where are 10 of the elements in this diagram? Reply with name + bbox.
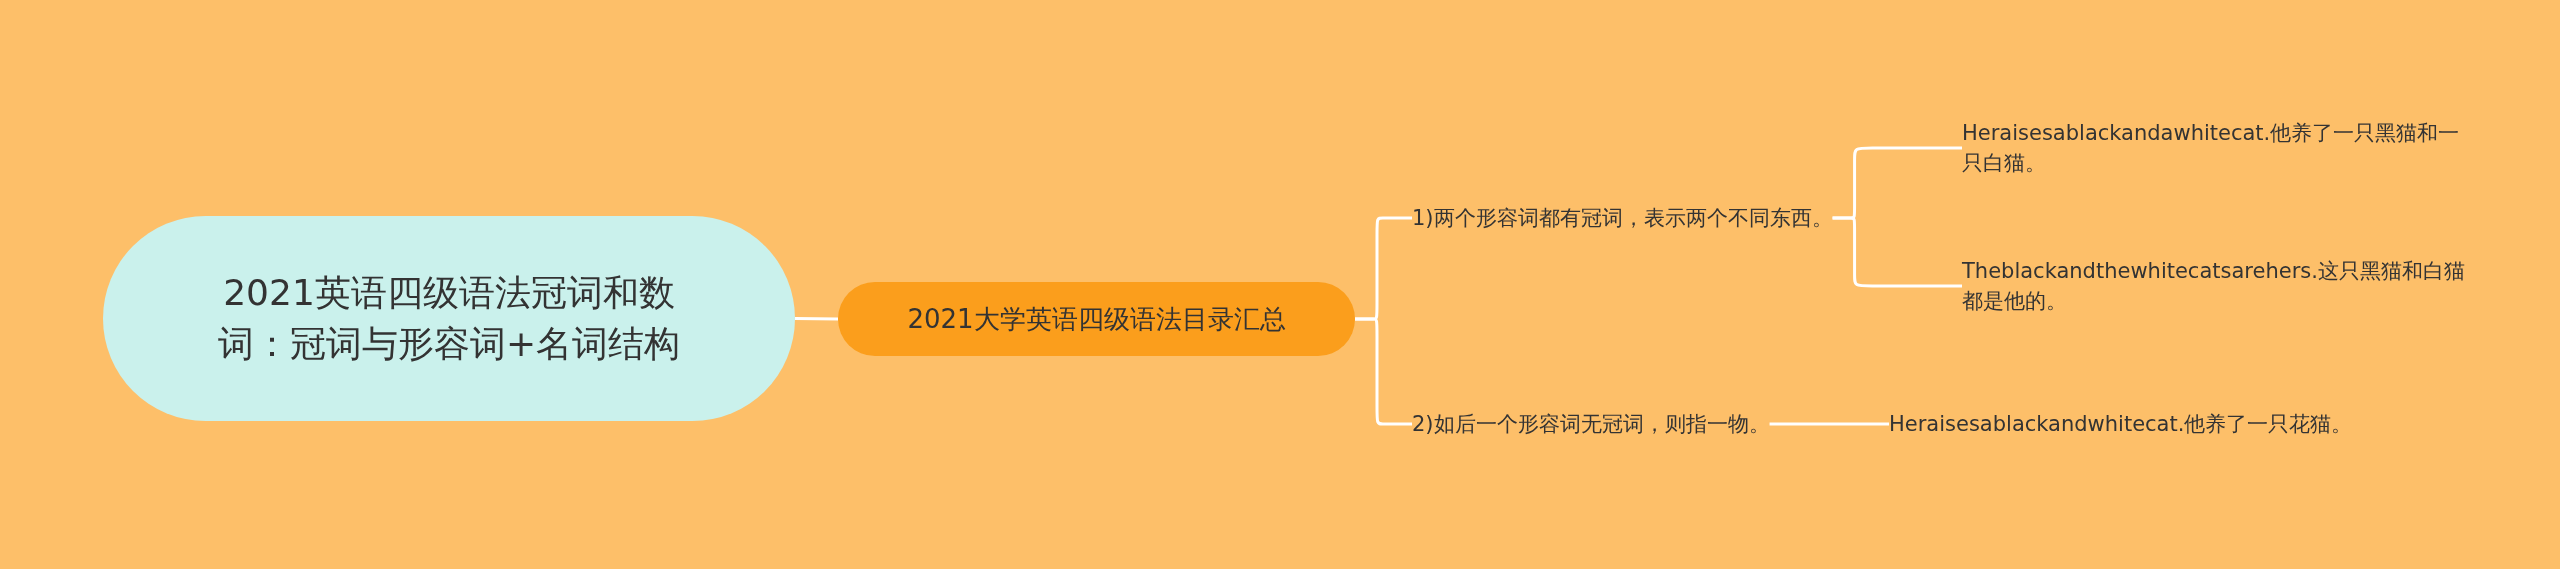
leaf-text: Theblackandthewhitecatsarehers.这只黑猫和白猫都是他的。 — [1962, 250, 2472, 322]
connector-line — [1769, 422, 1889, 426]
connector-line — [1832, 216, 1962, 288]
subtopic-text: 2)如后一个形容词无冠词，则指一物。 — [1412, 406, 1770, 442]
branch-topic: 2021大学英语四级语法目录汇总 — [838, 282, 1355, 356]
connector-line — [795, 317, 838, 321]
root-topic: 2021英语四级语法冠词和数词：冠词与形容词+名词结构 — [103, 216, 795, 421]
leaf-text: Heraisesablackandawhitecat.他养了一只黑猫和一只白猫。 — [1962, 112, 2472, 184]
subtopic-text: 1)两个形容词都有冠词，表示两个不同东西。 — [1412, 200, 1833, 236]
leaf-text: Heraisesablackandwhitecat.他养了一只花猫。 — [1889, 388, 2353, 460]
